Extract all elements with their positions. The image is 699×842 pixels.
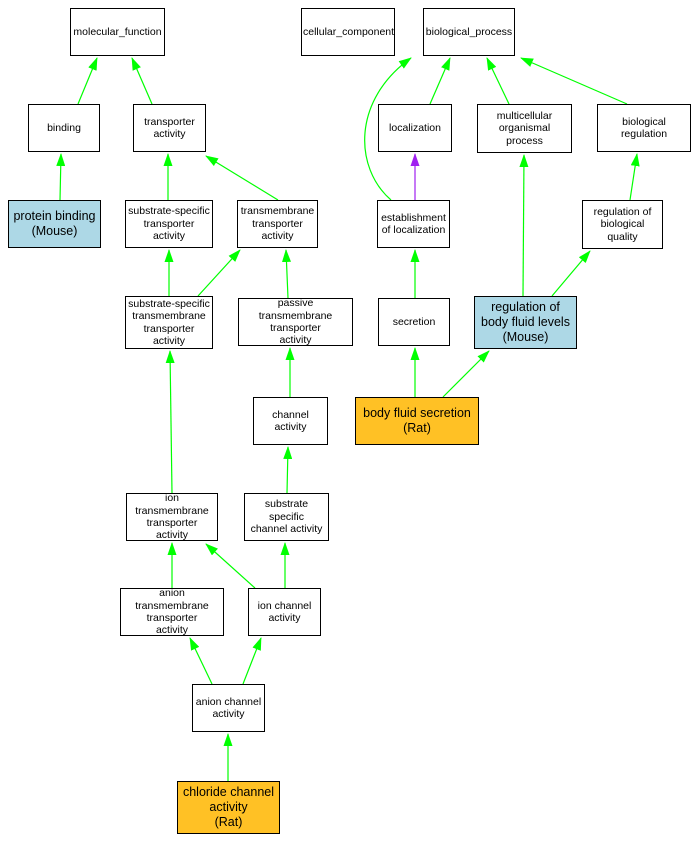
node-ion-channel-activity[interactable]: ion channel activity	[248, 588, 321, 636]
node-label-anion-transmembrane-transporter-activity: anion transmembrane transporter activity	[135, 587, 209, 637]
edge-passive-to-tta	[282, 249, 291, 299]
node-label-chloride-channel-activity: chloride channel activity (Rat)	[182, 785, 275, 829]
node-label-establishment-of-localization: establishment of localization	[381, 211, 446, 236]
node-body-fluid-secretion[interactable]: body fluid secretion (Rat)	[355, 397, 479, 445]
node-binding[interactable]: binding	[28, 104, 100, 152]
node-substrate-specific-transporter-activity[interactable]: substrate-specific transporter activity	[125, 200, 213, 248]
node-label-localization: localization	[389, 121, 441, 134]
node-label-regulation-of-body-fluid-levels: regulation of body fluid levels (Mouse)	[481, 300, 570, 344]
edge-binding-to-molecular-function	[77, 57, 98, 105]
node-label-substrate-specific-transmembrane-transporter-activity: substrate-specific transmembrane transpo…	[128, 297, 210, 347]
node-label-secretion: secretion	[392, 315, 436, 328]
node-passive-transmembrane-transporter-activity[interactable]: passive transmembrane transporter activi…	[238, 297, 353, 347]
node-anion-channel-activity[interactable]: anion channel activity	[192, 684, 265, 732]
node-label-substrate-specific-channel-activity: substrate specific channel activity	[250, 498, 323, 536]
node-cellular-component[interactable]: cellular_component	[301, 8, 395, 56]
edge-protein-binding-to-binding	[56, 153, 66, 201]
node-substrate-specific-transmembrane-transporter-activity[interactable]: substrate-specific transmembrane transpo…	[125, 296, 213, 349]
node-ion-transmembrane-transporter-activity[interactable]: ion transmembrane transporter activity	[126, 492, 218, 542]
edge-sscha-to-channel-activity	[283, 446, 293, 494]
node-chloride-channel-activity[interactable]: chloride channel activity (Rat)	[177, 781, 280, 834]
node-label-multicellular-organismal-process: multicellular organismal process	[496, 109, 553, 147]
edge-rbfl-to-mop	[519, 154, 529, 297]
node-multicellular-organismal-process[interactable]: multicellular organismal process	[477, 104, 572, 153]
node-label-transmembrane-transporter-activity: transmembrane transporter activity	[240, 205, 315, 243]
edge-localization-to-biological-process	[429, 57, 451, 105]
node-molecular-function[interactable]: molecular_function	[70, 8, 165, 56]
node-label-transporter-activity: transporter activity	[144, 115, 195, 140]
node-substrate-specific-channel-activity[interactable]: substrate specific channel activity	[244, 493, 329, 541]
node-label-passive-transmembrane-transporter-activity: passive transmembrane transporter activi…	[258, 297, 333, 347]
node-establishment-of-localization[interactable]: establishment of localization	[377, 200, 450, 248]
node-label-ion-channel-activity: ion channel activity	[257, 599, 312, 624]
edge-bioreg-to-biological-process	[520, 57, 628, 105]
node-transmembrane-transporter-activity[interactable]: transmembrane transporter activity	[237, 200, 318, 248]
node-label-biological-process: biological_process	[425, 25, 513, 38]
node-regulation-of-body-fluid-levels[interactable]: regulation of body fluid levels (Mouse)	[474, 296, 577, 349]
node-regulation-of-biological-quality[interactable]: regulation of biological quality	[582, 200, 663, 249]
edge-tta-to-transporter-activity	[205, 155, 279, 201]
node-label-protein-binding: protein binding (Mouse)	[13, 209, 96, 238]
node-label-channel-activity: channel activity	[272, 408, 309, 433]
node-localization[interactable]: localization	[378, 104, 452, 152]
edge-sstta-to-tta	[197, 249, 241, 297]
node-protein-binding[interactable]: protein binding (Mouse)	[8, 200, 101, 248]
node-label-regulation-of-biological-quality: regulation of biological quality	[593, 205, 652, 243]
node-label-cellular-component: cellular_component	[303, 25, 395, 38]
node-biological-process[interactable]: biological_process	[423, 8, 515, 56]
node-label-molecular-function: molecular_function	[73, 25, 162, 38]
node-label-substrate-specific-transporter-activity: substrate-specific transporter activity	[128, 205, 210, 243]
node-channel-activity[interactable]: channel activity	[253, 397, 328, 445]
node-secretion[interactable]: secretion	[378, 298, 450, 346]
edge-anioncha-to-aniontta	[189, 637, 213, 685]
node-label-body-fluid-secretion: body fluid secretion (Rat)	[363, 406, 471, 435]
edge-bfs-to-rbfl	[442, 350, 490, 398]
edge-ioncha-to-iontta	[205, 543, 256, 589]
node-label-binding: binding	[47, 121, 81, 134]
node-anion-transmembrane-transporter-activity[interactable]: anion transmembrane transporter activity	[120, 587, 224, 637]
node-label-anion-channel-activity: anion channel activity	[195, 695, 262, 720]
edge-estloc-to-biological-process	[364, 57, 412, 201]
edge-mop-to-biological-process	[486, 57, 510, 105]
edge-anioncha-to-ioncha	[242, 637, 262, 685]
edge-transporter-activity-to-molecular-function	[131, 57, 153, 105]
edge-iontta-to-sstta	[165, 350, 175, 494]
edge-rbfl-to-rbq	[551, 250, 591, 297]
node-label-ion-transmembrane-transporter-activity: ion transmembrane transporter activity	[135, 492, 209, 542]
edge-rbq-to-bioreg	[629, 153, 640, 201]
node-transporter-activity[interactable]: transporter activity	[133, 104, 206, 152]
node-label-biological-regulation: biological regulation	[620, 115, 668, 140]
node-biological-regulation[interactable]: biological regulation	[597, 104, 691, 152]
